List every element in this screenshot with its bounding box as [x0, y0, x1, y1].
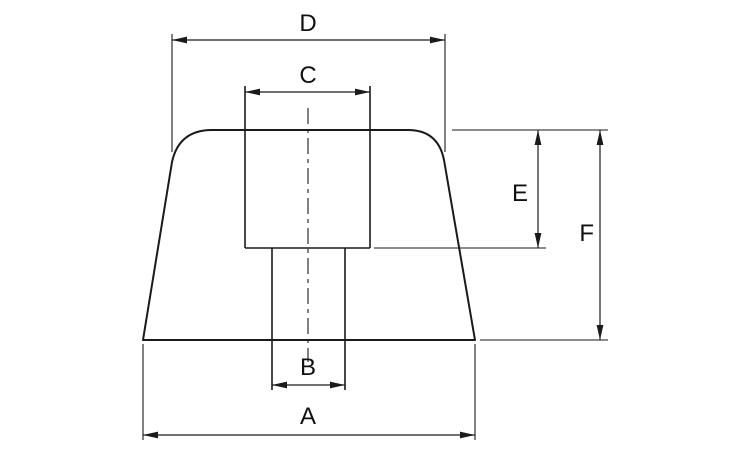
dimension-f: F	[480, 130, 608, 341]
dimension-b: B	[272, 354, 345, 389]
dim-label-e: E	[512, 180, 528, 207]
part-outline	[142, 129, 476, 341]
dimension-a: A	[142, 344, 476, 440]
dim-label-a: A	[300, 403, 316, 430]
dim-label-d: D	[299, 10, 316, 37]
dimension-e: E	[374, 129, 608, 249]
part-geometry	[142, 86, 476, 390]
dimension-d: D	[171, 10, 446, 152]
dim-label-b: B	[300, 354, 316, 381]
dim-label-f: F	[579, 220, 594, 247]
dimension-c: C	[245, 62, 370, 96]
dim-label-c: C	[299, 62, 316, 89]
